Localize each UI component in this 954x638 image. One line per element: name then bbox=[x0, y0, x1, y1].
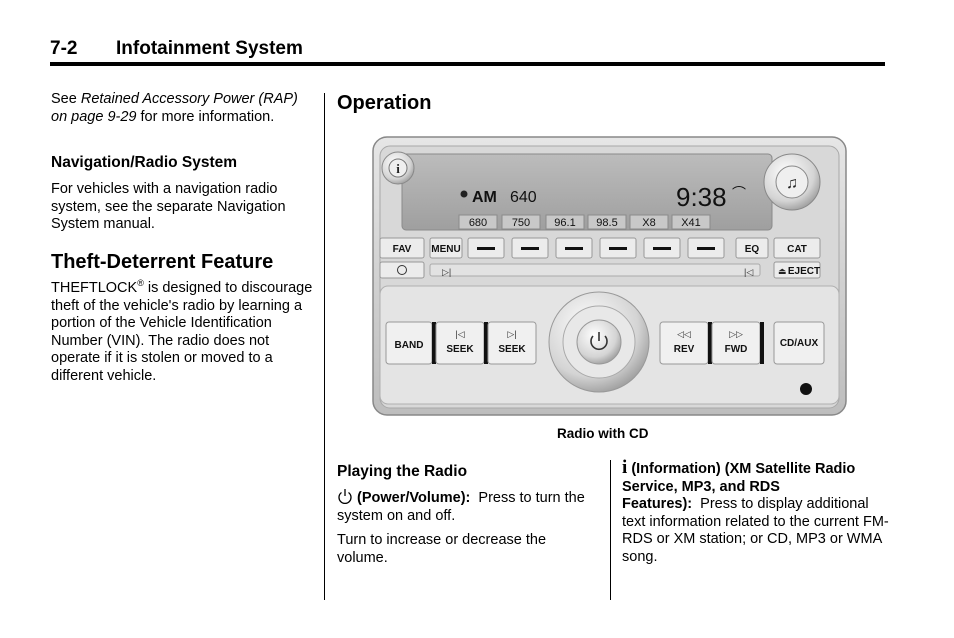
menu-label: MENU bbox=[431, 244, 460, 255]
playing-radio-heading: Playing the Radio bbox=[337, 463, 468, 480]
slot-left-icon: ▷| bbox=[442, 267, 451, 277]
eject-button[interactable] bbox=[773, 261, 821, 279]
tuning-icon: ⌒ bbox=[732, 185, 746, 201]
frequency-text: 640 bbox=[510, 189, 537, 206]
figure-caption: Radio with CD bbox=[557, 426, 649, 441]
seek-forward-button[interactable]: ▷| SEEK bbox=[487, 321, 537, 365]
clock-text: 9:38 bbox=[676, 182, 727, 212]
stereo-indicator bbox=[460, 190, 468, 198]
slot-right-icon: |◁ bbox=[744, 267, 753, 277]
fwd-label: FWD bbox=[725, 344, 748, 355]
power-icon bbox=[590, 335, 608, 351]
preset-label: X8 bbox=[642, 217, 655, 229]
power-volume-knob[interactable] bbox=[548, 291, 650, 393]
band-text: AM bbox=[472, 189, 497, 206]
preset-label-box bbox=[501, 214, 541, 230]
registered-mark: ® bbox=[137, 278, 144, 289]
rap-see-text: See bbox=[51, 91, 81, 107]
power-icon bbox=[338, 489, 352, 504]
cd-aux-label: CD/AUX bbox=[780, 338, 819, 349]
info-icon: i bbox=[396, 161, 400, 176]
clock-button[interactable] bbox=[379, 261, 425, 279]
preset-labels: 680 750 96.1 98.5 X8 X41 bbox=[458, 214, 711, 230]
fav-label: FAV bbox=[393, 244, 412, 255]
column-divider-right bbox=[610, 460, 611, 600]
volume-paragraph: Turn to increase or decrease the volume. bbox=[337, 532, 547, 566]
eq-button[interactable] bbox=[735, 237, 769, 259]
preset-label-box bbox=[458, 214, 498, 230]
theftlock-brand: THEFTLOCK bbox=[51, 280, 138, 296]
preset-label-box bbox=[671, 214, 711, 230]
rev-button[interactable]: ◁◁ REV bbox=[659, 321, 709, 365]
seek-back-icon: |◁ bbox=[455, 329, 464, 339]
rap-link[interactable]: Retained Accessory Power (RAP) on page 9… bbox=[51, 91, 298, 125]
band-button[interactable]: BAND bbox=[385, 321, 433, 365]
preset-label: X41 bbox=[681, 217, 701, 229]
preset-label: 680 bbox=[469, 217, 487, 229]
preset-label: 98.5 bbox=[596, 217, 617, 229]
preset-label: 96.1 bbox=[554, 217, 575, 229]
section-title: Infotainment System bbox=[116, 38, 303, 59]
operation-heading: Operation bbox=[337, 92, 432, 114]
eject-label: EJECT bbox=[788, 266, 820, 277]
seek-back-label: SEEK bbox=[446, 344, 474, 355]
preset-dash-icon bbox=[697, 247, 715, 250]
fwd-button[interactable]: ▷▷ FWD bbox=[711, 321, 761, 365]
eject-icon: ⏏ bbox=[778, 266, 787, 276]
preset-label-box bbox=[629, 214, 669, 230]
fav-button[interactable] bbox=[379, 237, 425, 259]
preset-buttons bbox=[467, 237, 725, 259]
music-note-icon: ♫ bbox=[786, 175, 798, 192]
rap-reference-paragraph: See Retained Accessory Power (RAP) on pa… bbox=[51, 91, 311, 126]
information-icon: i bbox=[622, 457, 628, 478]
column-divider-left bbox=[324, 93, 325, 600]
eq-label: EQ bbox=[745, 244, 760, 255]
info-button[interactable]: i bbox=[381, 151, 415, 185]
power-volume-paragraph: (Power/Volume): Press to turn the system… bbox=[337, 488, 599, 525]
preset-label-box bbox=[545, 214, 585, 230]
theft-text: is designed to discourage theft of the v… bbox=[51, 280, 313, 384]
preset-dash-icon bbox=[565, 247, 583, 250]
page-number: 7-2 bbox=[50, 38, 78, 59]
seek-forward-icon: ▷| bbox=[507, 329, 516, 339]
band-label: BAND bbox=[395, 340, 424, 351]
information-text: Press to display additional text informa… bbox=[622, 496, 889, 565]
cat-button[interactable] bbox=[773, 237, 821, 259]
information-paragraph: i (Information) (XM Satellite Radio Serv… bbox=[622, 457, 892, 566]
cd-slot bbox=[429, 263, 761, 277]
seek-back-button[interactable]: |◁ SEEK bbox=[435, 321, 485, 365]
cat-label: CAT bbox=[787, 244, 807, 255]
header-rule bbox=[50, 62, 885, 66]
preset-dash-icon bbox=[653, 247, 671, 250]
nav-radio-heading: Navigation/Radio System bbox=[51, 154, 238, 171]
radio-illustration: i ♫ AM 640 9:38 ⌒ ↑ 68075096.198.5X8X41 … bbox=[372, 136, 847, 416]
theft-deterrent-paragraph: THEFTLOCK® is designed to discourage the… bbox=[51, 278, 313, 385]
power-volume-text: Press to turn the system on and off. bbox=[337, 490, 585, 524]
rap-tail-text: for more information. bbox=[136, 108, 275, 125]
seek-forward-label: SEEK bbox=[498, 344, 526, 355]
power-volume-label: (Power/Volume): bbox=[357, 490, 471, 506]
preset-dash-icon bbox=[477, 247, 495, 250]
clock-icon bbox=[397, 265, 407, 275]
nav-radio-paragraph: For vehicles with a navigation radio sys… bbox=[51, 181, 286, 232]
information-label: (Information) (XM Satellite Radio Servic… bbox=[622, 461, 856, 512]
preset-label: 750 bbox=[512, 217, 530, 229]
preset-dash-icon bbox=[521, 247, 539, 250]
theft-deterrent-heading: Theft-Deterrent Feature bbox=[51, 251, 274, 273]
cd-aux-button[interactable]: CD/AUX bbox=[773, 321, 825, 365]
rev-icon: ◁◁ bbox=[677, 329, 691, 339]
preset-label-box bbox=[587, 214, 627, 230]
rev-label: REV bbox=[674, 344, 695, 355]
fwd-icon: ▷▷ bbox=[729, 329, 743, 339]
menu-button[interactable] bbox=[429, 237, 463, 259]
preset-dash-icon bbox=[609, 247, 627, 250]
aux-input-jack bbox=[800, 383, 812, 395]
music-button[interactable]: ♫ bbox=[763, 153, 821, 211]
